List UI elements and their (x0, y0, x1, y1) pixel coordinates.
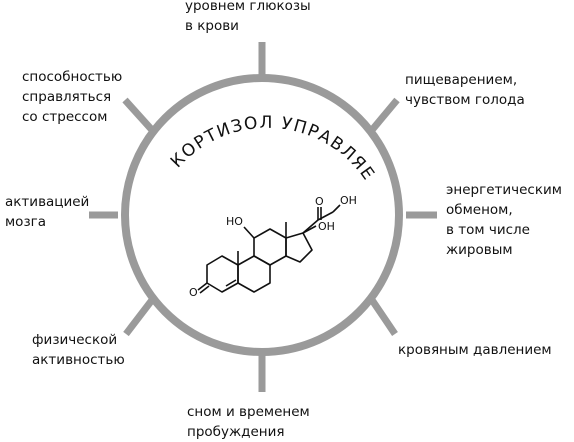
oh-11-bond (243, 226, 255, 239)
label-right: энергетическим обменом, в том числе жиро… (446, 182, 562, 258)
oh-label-chain: OH (340, 194, 357, 207)
label-top-right: пищеварением, чувством голода (405, 72, 525, 108)
c20-c21 (317, 211, 334, 221)
ring-a-double (225, 279, 237, 287)
ring-d (285, 232, 313, 263)
spoke-top-left (122, 97, 155, 133)
label-bottom-left: физической активностью (32, 332, 125, 368)
spoke-top-right (369, 97, 400, 133)
oh-label-ring: OH (318, 220, 335, 233)
label-left: активацией мозга (5, 194, 90, 230)
spoke-bottom-right (369, 298, 398, 336)
label-top-left: способностью справляться со стрессом (22, 69, 123, 125)
ho-label: HO (226, 215, 243, 228)
cortisol-molecule (197, 204, 341, 294)
center-ring (121, 74, 403, 356)
label-top: уровнем глюкозы в крови (185, 0, 311, 34)
molecule-labels: HO O OH OH O (189, 194, 357, 299)
c21-oh (332, 204, 341, 213)
label-bottom: сном и временем пробуждения (187, 404, 310, 440)
label-bottom-right: кровяным давлением (398, 342, 552, 358)
o-label-top: O (315, 195, 324, 208)
ketone-bond-2 (199, 285, 210, 294)
spoke-bottom-left (123, 297, 155, 337)
ketone-bond-1 (197, 282, 208, 291)
o-label-ketone: O (189, 286, 198, 299)
oh-17-bond (302, 225, 317, 234)
